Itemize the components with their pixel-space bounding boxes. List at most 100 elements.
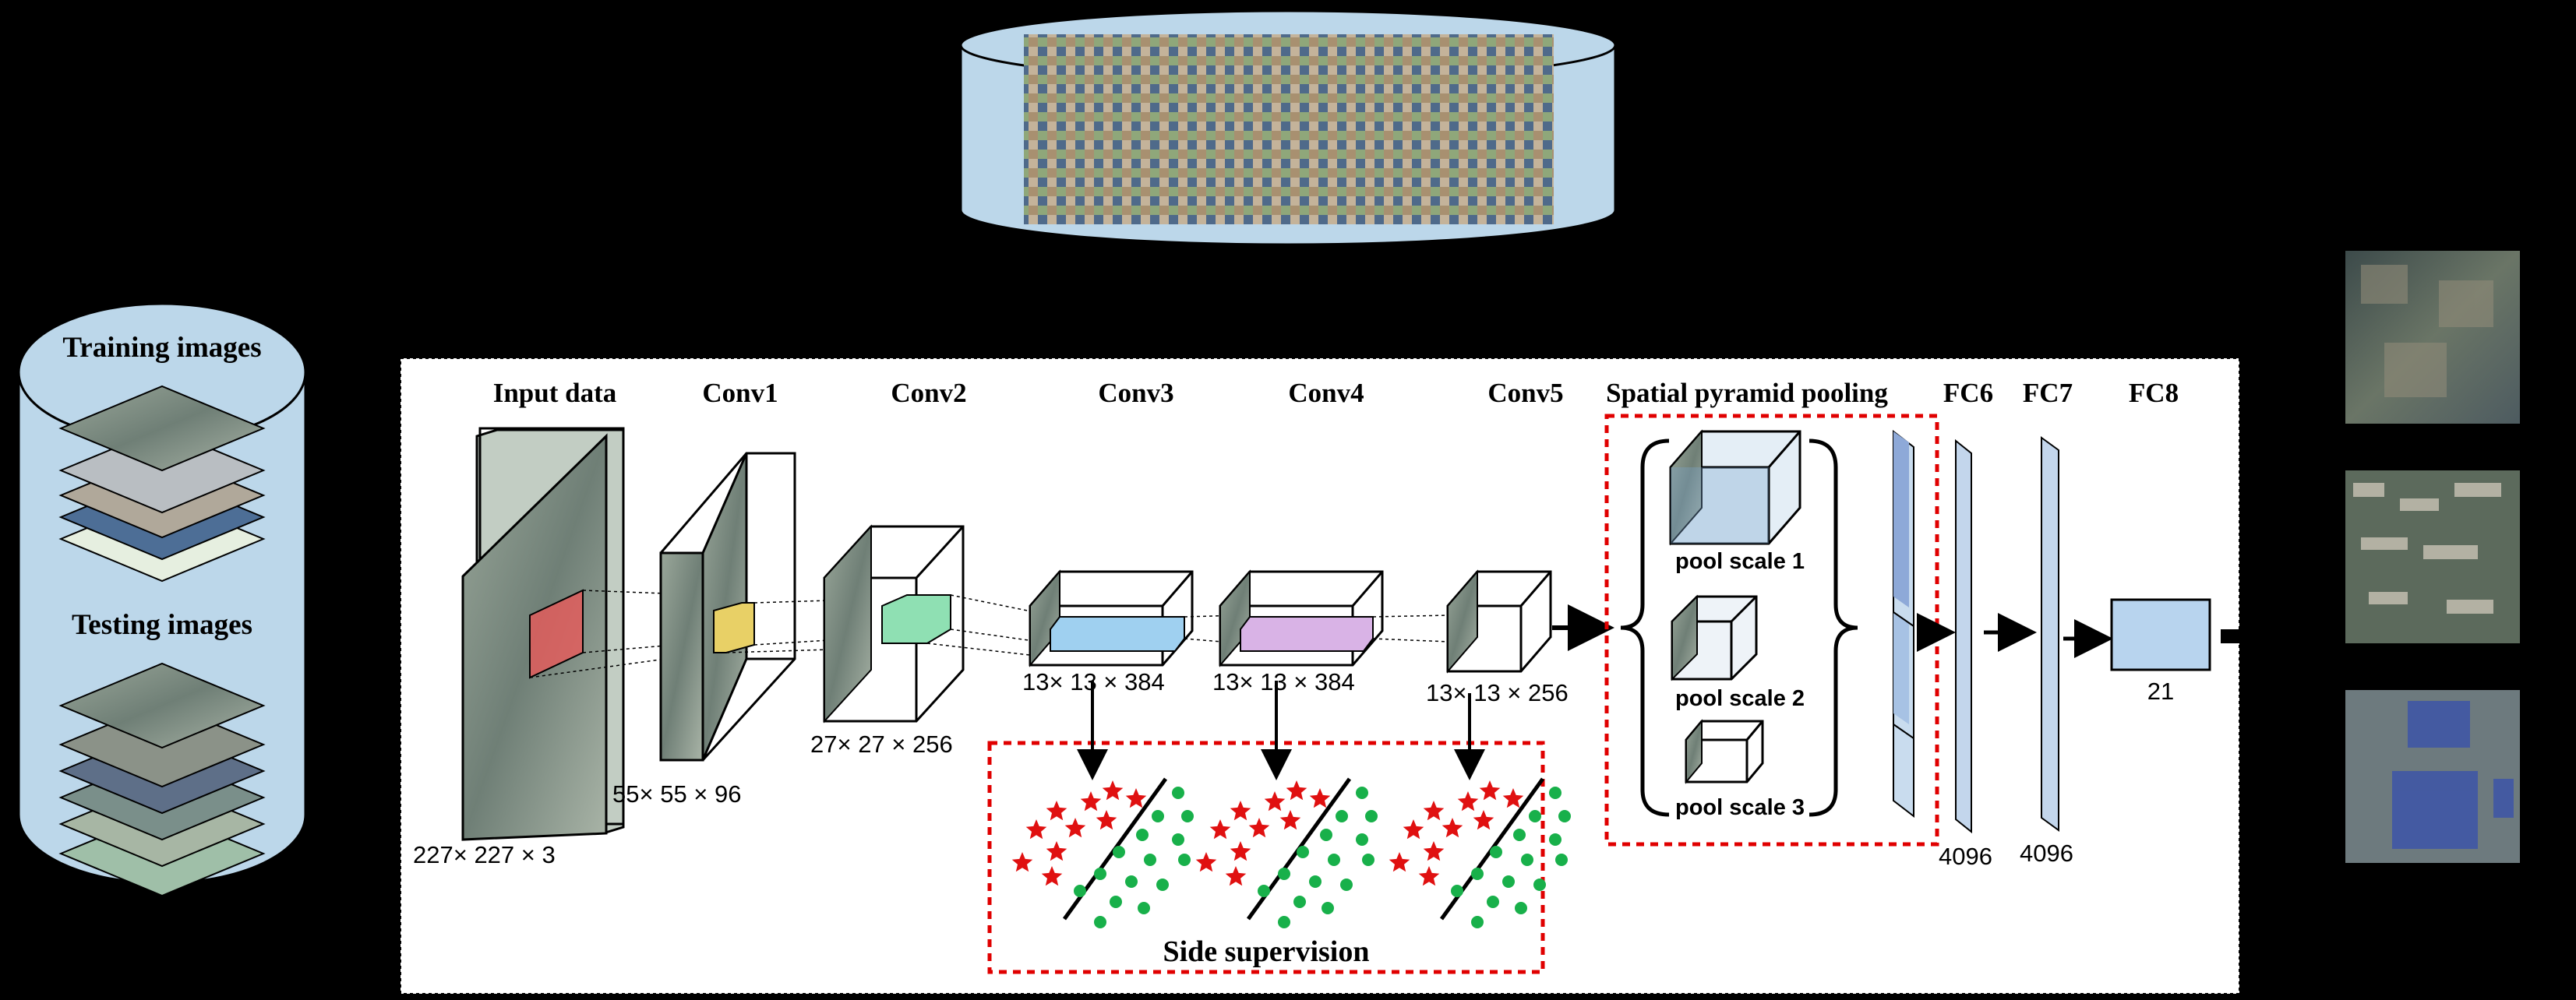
dot-icon xyxy=(1515,902,1527,914)
pool-scale-1-cube xyxy=(1669,429,1801,546)
dot-icon xyxy=(1451,885,1463,897)
dot-icon xyxy=(1365,810,1378,822)
dot-icon xyxy=(1362,854,1374,866)
star-icon xyxy=(1423,801,1445,821)
dot-icon xyxy=(1471,916,1484,928)
dot-icon xyxy=(1172,833,1184,846)
dot-icon xyxy=(1110,896,1122,908)
conv4-block: 13× 13 × 384 xyxy=(1212,569,1384,695)
star-icon xyxy=(1423,841,1445,861)
star-icon xyxy=(1286,780,1307,801)
dot-icon xyxy=(1309,875,1322,888)
conv2-block: 27× 27 × 256 xyxy=(810,524,965,758)
side-supervision-box xyxy=(987,741,1545,974)
star-icon xyxy=(1479,780,1501,801)
testing-label: Testing images xyxy=(72,609,252,641)
dot-icon xyxy=(1555,854,1568,866)
dot-icon xyxy=(1513,829,1526,841)
testing-image-stack xyxy=(58,662,266,897)
dot-icon xyxy=(1152,810,1164,822)
input-label: Input data xyxy=(493,378,617,408)
conv5-dim: 13× 13 × 256 xyxy=(1426,679,1569,706)
imagenet-cylinder xyxy=(959,9,1617,246)
dataset-cylinder: Training images Testing images xyxy=(17,302,307,897)
dot-icon xyxy=(1328,854,1340,866)
dot-icon xyxy=(1533,879,1546,891)
star-icon xyxy=(1064,818,1086,838)
star-icon xyxy=(1309,788,1331,808)
dot-icon xyxy=(1172,787,1184,799)
pool-scale-3-label: pool scale 3 xyxy=(1675,795,1805,820)
conv5-block: 13× 13 × 256 xyxy=(1426,569,1569,706)
fc8-label: FC8 xyxy=(2129,378,2179,408)
input-dim: 227× 227 × 3 xyxy=(413,841,556,868)
dot-icon xyxy=(1138,902,1150,914)
dot-icon xyxy=(1336,810,1348,822)
fc6-bar xyxy=(1955,438,1972,834)
star-icon xyxy=(1225,866,1247,886)
pool-scale-2-cube xyxy=(1671,594,1758,681)
conv1-dim: 55× 55 × 96 xyxy=(612,780,742,808)
conv1-label: Conv1 xyxy=(702,378,778,408)
receptive-lines-5 xyxy=(1372,614,1450,643)
star-icon xyxy=(1125,788,1147,808)
dot-icon xyxy=(1094,916,1106,928)
dot-icon xyxy=(1487,896,1499,908)
star-icon xyxy=(1041,866,1063,886)
spp-label: Spatial pyramid pooling xyxy=(1606,378,1888,408)
fc6-dim: 4096 xyxy=(1939,843,1992,870)
dot-icon xyxy=(1181,810,1194,822)
dot-icon xyxy=(1340,879,1353,891)
input-block: 227× 227 × 3 xyxy=(413,427,625,868)
star-icon xyxy=(1473,810,1494,830)
star-icon xyxy=(1403,819,1424,840)
star-icon xyxy=(1102,780,1124,801)
dot-icon xyxy=(1074,885,1086,897)
pool-scale-2-label: pool scale 2 xyxy=(1675,686,1805,711)
output-images xyxy=(2345,251,2520,863)
dot-icon xyxy=(1549,787,1561,799)
fc7-dim: 4096 xyxy=(2020,840,2073,867)
dot-icon xyxy=(1521,854,1533,866)
dot-icon xyxy=(1156,879,1169,891)
dot-icon xyxy=(1258,885,1270,897)
star-icon xyxy=(1046,841,1067,861)
dot-icon xyxy=(1558,810,1571,822)
star-icon xyxy=(1011,852,1033,872)
star-icon xyxy=(1279,810,1301,830)
dot-icon xyxy=(1113,846,1125,858)
conv3-block: 13× 13 × 384 xyxy=(1022,569,1194,695)
star-icon xyxy=(1096,810,1117,830)
fc7-label: FC7 xyxy=(2023,378,2073,408)
star-icon xyxy=(1080,791,1102,812)
fc8-dim: 21 xyxy=(2147,678,2174,705)
dot-icon xyxy=(1144,854,1156,866)
dot-icon xyxy=(1356,787,1368,799)
conv4-label: Conv4 xyxy=(1288,378,1364,408)
dot-icon xyxy=(1297,846,1309,858)
star-icon xyxy=(1025,819,1047,840)
star-icon xyxy=(1248,818,1270,838)
conv5-label: Conv5 xyxy=(1487,378,1563,408)
star-icon xyxy=(1442,818,1463,838)
star-icon xyxy=(1502,788,1524,808)
spp-vector xyxy=(1893,429,1914,819)
dot-icon xyxy=(1136,829,1149,841)
conv3-label: Conv3 xyxy=(1098,378,1173,408)
star-icon xyxy=(1230,801,1251,821)
pool-scale-1-label: pool scale 1 xyxy=(1675,549,1805,574)
star-icon xyxy=(1195,852,1217,872)
dot-icon xyxy=(1178,854,1191,866)
dot-icon xyxy=(1322,902,1334,914)
dot-icon xyxy=(1502,875,1515,888)
pool-scale-3-cube xyxy=(1685,719,1764,784)
dot-icon xyxy=(1549,833,1561,846)
right-brace xyxy=(1808,438,1858,817)
dot-icon xyxy=(1278,868,1290,880)
dot-icon xyxy=(1471,868,1484,880)
star-icon xyxy=(1389,852,1410,872)
fc6-label: FC6 xyxy=(1943,378,1993,408)
star-icon xyxy=(1418,866,1440,886)
dot-icon xyxy=(1320,829,1332,841)
